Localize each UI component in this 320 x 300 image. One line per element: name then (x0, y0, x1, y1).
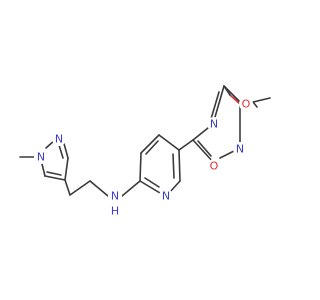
oxadiazole-n4-label: N (210, 118, 218, 131)
amine-nitrogen-label: N (111, 190, 119, 203)
bond-py-c5-c4 (158, 134, 180, 151)
bond-ch2-ch2 (69, 180, 91, 196)
bond-o1-n2 (219, 149, 237, 159)
oxadiazole-oxygen-label: O (210, 160, 219, 173)
amine-hydrogen-label: H (111, 205, 119, 218)
bond-c3-n4-double (210, 91, 220, 120)
bond-pyridine-NH (121, 180, 141, 197)
pyrazole-n1-label: N (37, 151, 45, 164)
bond-py-c6-c5 (178, 149, 181, 182)
bond-methyl-O (252, 101, 258, 108)
molecule-canvas: O N N O N N H N N (19, 85, 271, 218)
bond-methyl-stub (252, 97, 271, 103)
bond-c5-o1 (192, 139, 215, 164)
pyrazole-n2-label: N (55, 133, 63, 146)
bond-NH-ch2 (89, 180, 109, 197)
bond-oxadiazole-pyridine (178, 139, 194, 151)
bond-c5-o1-double (197, 140, 212, 157)
bond-O-ch2 (229, 94, 241, 105)
bond-pz-c4-c3 (44, 175, 66, 181)
bond-py-c4-c3-double (145, 140, 159, 155)
methoxy-oxygen-label: O (242, 98, 251, 111)
bond-pz-c4-c3-double (46, 171, 62, 176)
bond-py-c2-n1-double (144, 177, 160, 188)
molecule-structure: O N N O N N H N N (19, 85, 271, 218)
bond-layer (19, 85, 271, 197)
bond-py-c4-c3 (140, 134, 160, 154)
bond-c3-n2 (223, 85, 241, 103)
bond-py-c6-c5-double (172, 153, 175, 179)
bond-pz-n1-c5-double (58, 144, 64, 159)
pyridine-nitrogen-label: N (162, 190, 170, 203)
bond-py-c3-c2 (139, 152, 142, 182)
bond-py-c2-n1 (139, 180, 161, 194)
oxadiazole-n2-label: N (236, 143, 244, 156)
bond-pz-c4-c5 (64, 157, 69, 181)
bond-ch2-pyrazole (64, 179, 71, 196)
atom-label-layer: O N N O N N H N N (34, 97, 253, 218)
